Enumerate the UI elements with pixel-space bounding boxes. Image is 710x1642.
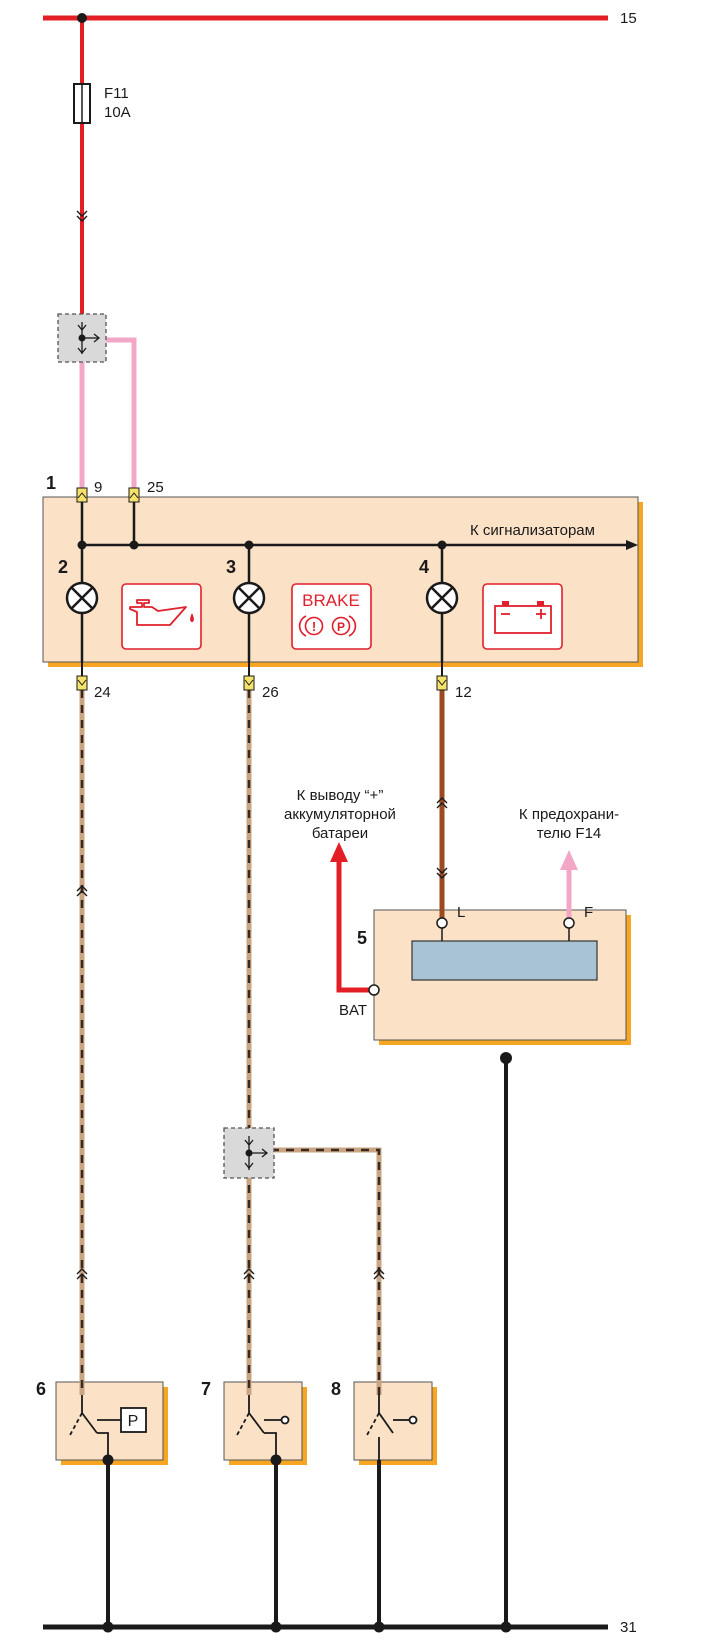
wire-pink-25: [104, 337, 137, 488]
fuse-name: F11: [104, 85, 129, 102]
fuse-note-line1: К предохрани-: [519, 806, 619, 823]
gen-bat-label: BAT: [339, 1002, 367, 1019]
to-indicators-label: К сигнализаторам: [470, 522, 595, 539]
splice-bottom: [223, 1127, 275, 1179]
wire-red-bat: [336, 860, 374, 993]
fuse-note-line2: телю F14: [537, 825, 602, 842]
switch-oil-icon: [68, 1395, 147, 1460]
pin-9-label: 9: [94, 479, 102, 496]
generator-terminals: [368, 917, 575, 996]
switch-handbrake-icon: [235, 1395, 290, 1460]
battery-note-line2: аккумуляторной: [284, 806, 396, 823]
wire-striped-branch: [271, 1147, 382, 1395]
component-5-label: 5: [357, 928, 367, 948]
component-2-label: 2: [58, 557, 68, 577]
pin-25-label: 25: [147, 479, 164, 496]
pin-26-label: 26: [262, 684, 279, 701]
rail-15-label: 15: [620, 10, 637, 27]
fuse-rating: 10A: [104, 104, 131, 121]
pin-24-label: 24: [94, 684, 111, 701]
splice-top: [57, 313, 107, 363]
arrow-red: [330, 842, 348, 862]
generator-block: [373, 909, 631, 1045]
battery-icon: [482, 583, 563, 650]
component-1-label: 1: [46, 473, 56, 493]
brake-p: P: [337, 620, 345, 634]
brake-word: BRAKE: [302, 591, 360, 610]
switch-p-label: P: [128, 1413, 139, 1430]
component-6-label: 6: [36, 1379, 46, 1399]
fuse-f11: [73, 83, 91, 124]
component-7-label: 7: [201, 1379, 211, 1399]
component-8-label: 8: [331, 1379, 341, 1399]
pin-12-label: 12: [455, 684, 472, 701]
junction-dots: [77, 13, 512, 1633]
oil-can-icon: [121, 583, 202, 650]
gen-l-label: L: [457, 904, 465, 921]
component-4-label: 4: [419, 557, 429, 577]
rail-31-label: 31: [620, 1619, 637, 1636]
component-3-label: 3: [226, 557, 236, 577]
brake-excl: !: [312, 619, 316, 634]
lamp-brake-icon: [232, 581, 266, 615]
lamp-oil-icon: [65, 581, 99, 615]
switch-oil-block: [55, 1381, 168, 1465]
battery-note-line3: батареи: [312, 825, 368, 842]
chevron-marks: [76, 210, 448, 1280]
gen-f-label: F: [584, 904, 593, 921]
cluster-pins: [76, 487, 448, 691]
brake-warning-icon: BRAKE ! P: [291, 583, 372, 650]
switch-handbrake-block: [223, 1381, 307, 1465]
switch-brake-fluid-icon: [365, 1395, 418, 1460]
arrow-pink: [560, 850, 578, 870]
generator-regulator: [411, 940, 598, 981]
battery-note-line1: К выводу “+”: [297, 787, 384, 804]
lamp-charge-icon: [425, 581, 459, 615]
arrow-to-indicators: [626, 540, 638, 550]
switch-brake-fluid-block: [353, 1381, 437, 1465]
